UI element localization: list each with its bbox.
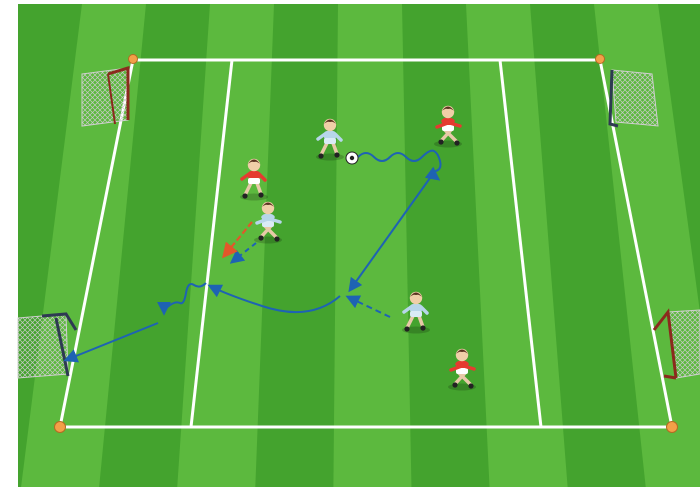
cone [667, 422, 678, 433]
goal-top-left [82, 68, 128, 126]
goal-top-right [610, 70, 658, 126]
cone [596, 55, 605, 64]
soccer-ball [346, 152, 358, 164]
cone [55, 422, 66, 433]
cone [129, 55, 138, 64]
